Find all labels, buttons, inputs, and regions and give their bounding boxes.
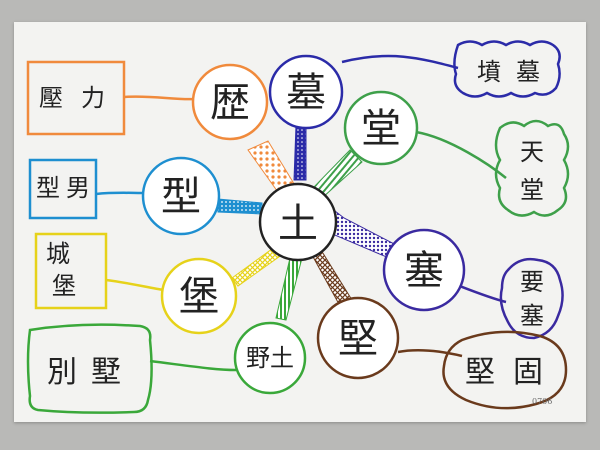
- word-box-sai: 要 塞: [499, 257, 564, 340]
- spoke-yeq: [275, 257, 303, 321]
- word-box-li: 壓 力: [26, 60, 126, 136]
- node-center: 土: [258, 182, 338, 262]
- connector-sai: [456, 283, 507, 304]
- word-xing-char1: 型: [36, 174, 60, 202]
- word-tang-char2: 堂: [520, 176, 544, 204]
- center-label: 土: [278, 201, 318, 247]
- node-jian: 堅: [316, 296, 400, 380]
- node-mu: 墓: [268, 54, 344, 130]
- spoke-jian: [311, 249, 353, 307]
- node-bao-label: 堡: [179, 274, 219, 320]
- word-sai-char1: 要: [520, 268, 544, 296]
- word-box-mu: 墳 墓: [453, 40, 561, 98]
- node-li-label: 歴: [210, 80, 250, 126]
- word-bao-char2: 堡: [52, 272, 76, 300]
- node-mu-label: 墓: [286, 70, 326, 116]
- node-yeq: 野土: [233, 321, 307, 395]
- node-tang: 堂: [343, 90, 419, 166]
- node-xing: 型: [141, 156, 221, 236]
- word-yeq-char2: 墅: [91, 355, 121, 390]
- word-mu-char1: 墳: [477, 58, 501, 86]
- node-yeq-label: 野土: [246, 344, 294, 372]
- word-tang-char1: 天: [520, 138, 544, 166]
- word-box-bao: 城 堡: [34, 232, 108, 310]
- word-box-tang: 天 堂: [494, 119, 570, 217]
- word-box-jian: 堅 固: [442, 330, 568, 410]
- node-li: 歴: [191, 63, 269, 141]
- connector-tang: [415, 130, 507, 179]
- node-tang-label: 堂: [361, 106, 401, 152]
- word-sai-char2: 塞: [520, 302, 544, 330]
- connector-li: [123, 95, 195, 101]
- word-box-xing: 型 男: [28, 158, 98, 220]
- word-xing-char2: 男: [66, 174, 90, 202]
- connector-mu: [341, 54, 459, 70]
- word-yeq-char1: 別: [47, 355, 77, 390]
- word-box-yeq: 別 墅: [26, 323, 153, 414]
- word-mu-char2: 墓: [516, 58, 540, 86]
- corner-mark: 0706: [532, 397, 552, 406]
- word-li-char2: 力: [81, 84, 105, 112]
- connector-xing: [95, 191, 143, 196]
- word-jian-char2: 固: [513, 355, 543, 390]
- word-bao-char1: 城: [46, 240, 70, 268]
- spoke-mu: [293, 124, 307, 181]
- node-bao: 堡: [160, 257, 238, 335]
- connector-yeq: [149, 359, 237, 372]
- word-li-char1: 壓: [39, 84, 63, 112]
- node-jian-label: 堅: [338, 316, 378, 362]
- node-sai-label: 塞: [404, 248, 444, 294]
- word-jian-char1: 堅: [465, 355, 495, 390]
- connector-jian: [397, 349, 463, 358]
- spoke-xing: [217, 198, 263, 215]
- node-xing-label: 型: [161, 174, 201, 220]
- node-sai: 塞: [382, 228, 466, 312]
- connector-bao: [105, 278, 165, 292]
